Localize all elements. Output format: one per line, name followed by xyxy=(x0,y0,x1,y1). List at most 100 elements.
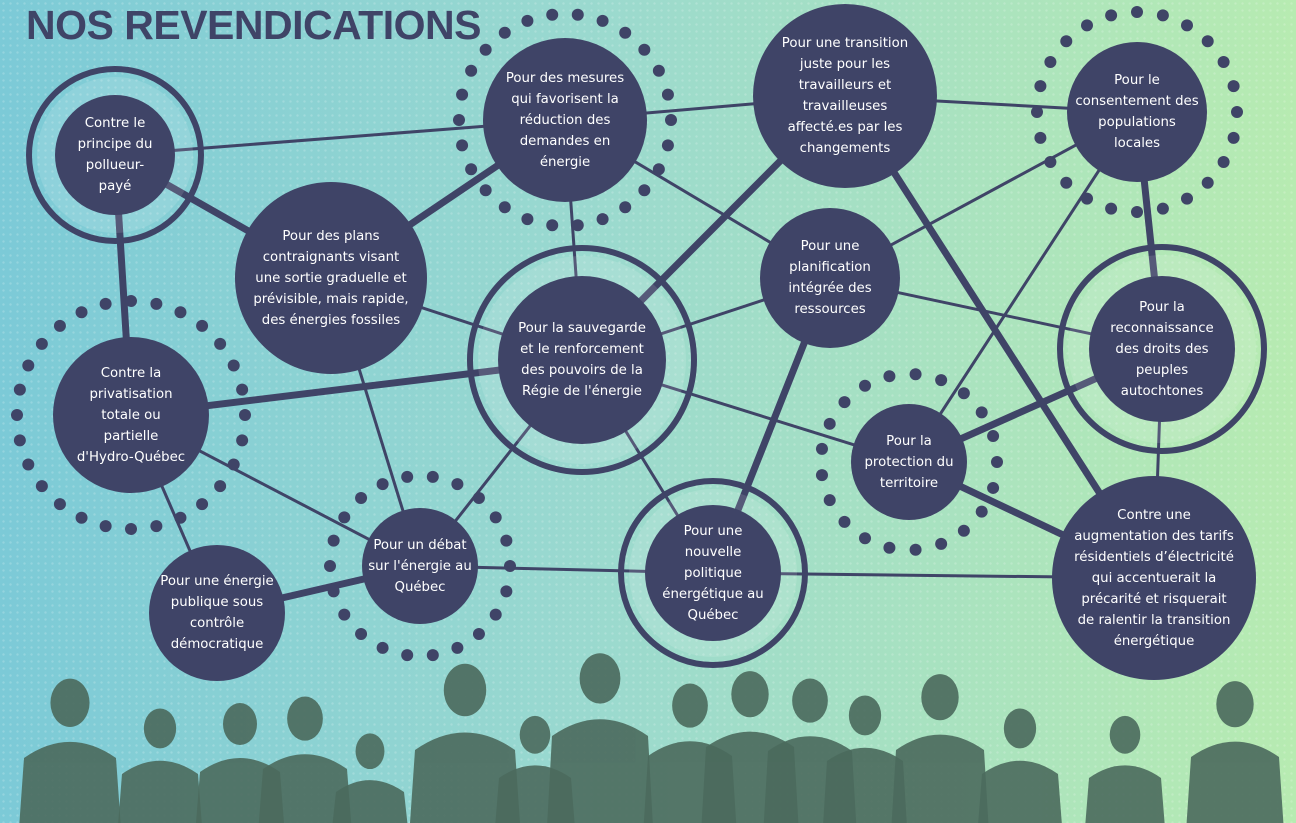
ring-dot xyxy=(1105,9,1118,22)
ring-dot xyxy=(1156,9,1169,22)
node-n5 xyxy=(235,182,427,374)
ring-dot xyxy=(214,480,227,493)
ring-dot xyxy=(338,511,351,524)
ring-dot xyxy=(150,520,163,533)
ring-dot xyxy=(327,585,340,598)
ring-dot xyxy=(1156,202,1169,215)
person-silhouette xyxy=(823,695,907,823)
ring-dot xyxy=(957,524,970,537)
node-circles xyxy=(53,4,1256,681)
person-silhouette xyxy=(891,674,989,823)
ring-dot xyxy=(401,470,414,483)
ring-dot xyxy=(426,470,439,483)
ring-dot xyxy=(638,43,651,56)
ring-dot xyxy=(957,387,970,400)
n11-dotted-ring xyxy=(324,470,516,662)
n1-ring xyxy=(26,66,204,244)
ring-dot xyxy=(355,491,368,504)
ring-dot xyxy=(1044,156,1057,168)
ring-dot xyxy=(883,541,896,554)
ring-dot xyxy=(1227,131,1240,144)
ring-dot xyxy=(571,219,584,232)
ring-dot xyxy=(987,430,1000,443)
ring-dot xyxy=(456,88,469,101)
ring-dot xyxy=(500,534,513,547)
ring-dot xyxy=(1217,156,1230,168)
ring-dot xyxy=(35,337,48,350)
ring-dot xyxy=(815,469,828,482)
ring-dot xyxy=(935,537,948,550)
person-silhouette xyxy=(258,696,352,823)
ring-dot xyxy=(823,417,836,430)
n7-ring xyxy=(467,245,697,475)
ring-dot xyxy=(13,383,26,396)
node-n4 xyxy=(1067,42,1207,182)
ring-dot xyxy=(1201,35,1214,48)
ring-dot xyxy=(53,498,66,511)
person-silhouette xyxy=(410,663,520,823)
ring-dot xyxy=(1201,176,1214,189)
ring-dot xyxy=(239,409,251,421)
ring-dot xyxy=(546,219,559,232)
ring-dot xyxy=(1060,176,1073,189)
ring-dot xyxy=(652,64,665,77)
ring-dot xyxy=(1181,192,1193,205)
ring-dot xyxy=(638,184,651,197)
node-n3 xyxy=(753,4,937,188)
node-n14 xyxy=(1052,476,1256,680)
ring-dot xyxy=(99,520,112,533)
ring-dot xyxy=(571,8,584,21)
ring-dot xyxy=(661,139,674,152)
ring-dot xyxy=(75,306,88,319)
ring-dot xyxy=(376,478,389,491)
node-n6 xyxy=(760,208,900,348)
ring-dot xyxy=(22,359,35,372)
ring-dot xyxy=(815,442,828,455)
ring-dot xyxy=(838,396,851,409)
ring-dot xyxy=(11,409,23,421)
n4-dotted-ring xyxy=(1031,6,1243,218)
ring-dot xyxy=(1034,80,1047,93)
ring-dot xyxy=(975,406,988,419)
ring-dot xyxy=(1031,106,1043,118)
ring-dot xyxy=(909,543,922,556)
ring-dot xyxy=(451,641,464,654)
ring-dot xyxy=(1231,106,1243,118)
page-title: NOS REVENDICATIONS xyxy=(26,2,481,48)
ring-dot xyxy=(13,434,26,447)
ring-dot xyxy=(338,608,351,621)
ring-dot xyxy=(465,163,478,176)
ring-dot xyxy=(227,458,240,471)
ring-dot xyxy=(35,480,48,493)
ring-dot xyxy=(1131,206,1143,218)
ring-dot xyxy=(489,511,502,524)
ring-dot xyxy=(500,585,513,598)
ring-dot xyxy=(174,511,187,524)
ring-dot xyxy=(355,628,368,641)
ring-dot xyxy=(214,337,227,350)
ring-dot xyxy=(596,14,609,27)
n8-ring xyxy=(1057,244,1267,454)
ring-dot xyxy=(401,649,414,662)
ring-dot xyxy=(521,14,534,27)
ring-dot xyxy=(324,560,336,572)
ring-dot xyxy=(619,201,632,214)
ring-dot xyxy=(125,295,137,307)
n9-dotted-ring xyxy=(11,295,251,535)
ring-dot xyxy=(196,319,209,332)
ring-dot xyxy=(859,379,871,392)
ring-dot xyxy=(456,139,469,152)
person-silhouette xyxy=(1186,681,1284,823)
ring-dot xyxy=(909,368,922,381)
person-silhouette xyxy=(19,678,121,823)
ring-dot xyxy=(125,523,137,535)
ring-dot xyxy=(75,511,88,524)
ring-dot xyxy=(504,560,516,572)
ring-dot xyxy=(665,114,677,126)
ring-dot xyxy=(883,370,896,383)
ring-dot xyxy=(465,64,478,77)
crowd-silhouettes xyxy=(19,653,1284,823)
ring-dot xyxy=(652,163,665,176)
person-silhouette xyxy=(978,708,1062,823)
node-n11 xyxy=(362,508,478,624)
